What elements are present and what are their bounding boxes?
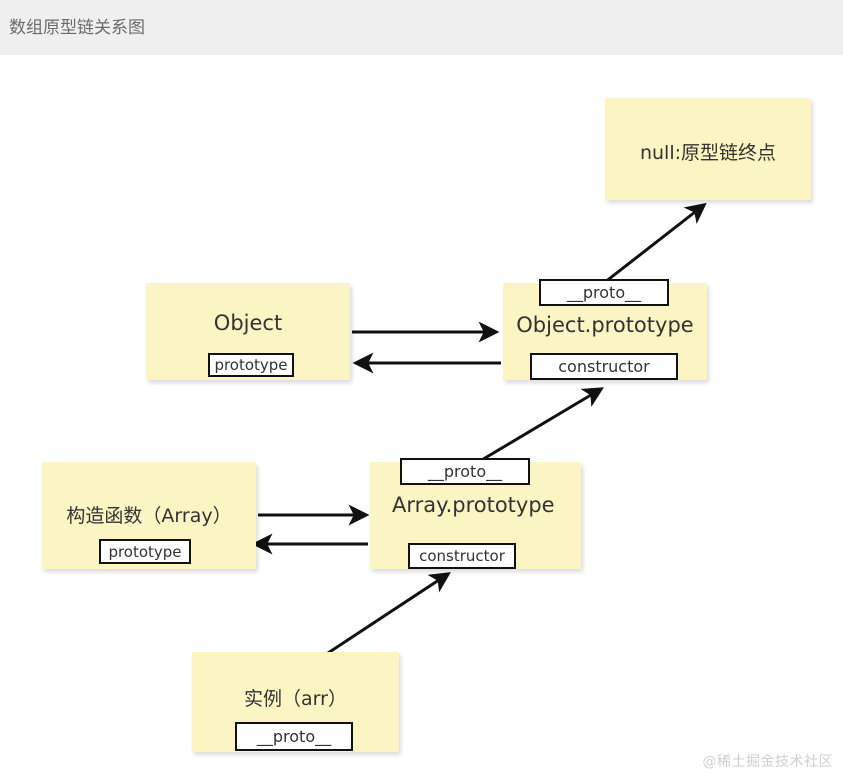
node-title: null:原型链终点 xyxy=(639,142,777,164)
diagram-canvas[interactable]: null:原型链终点 Object prototype __proto__ Ob… xyxy=(0,55,843,781)
node-title: 实例（arr） xyxy=(244,688,347,710)
slot-constructor[interactable]: constructor xyxy=(408,543,516,569)
node-object-prototype[interactable]: __proto__ Object.prototype constructor xyxy=(503,279,707,380)
edge-object-prototype-to-null xyxy=(599,202,707,288)
node-null-end[interactable]: null:原型链终点 xyxy=(605,98,811,200)
slot-proto[interactable]: __proto__ xyxy=(235,722,353,751)
node-object-ctor[interactable]: Object prototype xyxy=(146,283,350,380)
node-title: Object xyxy=(213,311,283,335)
node-title: Object.prototype xyxy=(516,313,694,337)
watermark: @稀土掘金技术社区 xyxy=(702,754,833,770)
slot-constructor[interactable]: constructor xyxy=(530,353,678,380)
slot-prototype[interactable]: prototype xyxy=(99,539,191,564)
node-title: Array.prototype xyxy=(392,493,555,517)
node-array-prototype[interactable]: __proto__ Array.prototype constructor xyxy=(370,458,581,569)
node-instance-arr[interactable]: 实例（arr） __proto__ xyxy=(192,652,399,752)
edge-instance-to-array-prototype xyxy=(327,572,451,655)
node-title: 构造函数（Array） xyxy=(66,505,232,527)
slot-proto[interactable]: __proto__ xyxy=(539,279,669,306)
node-array-ctor[interactable]: 构造函数（Array） prototype xyxy=(42,462,256,569)
slot-prototype[interactable]: prototype xyxy=(208,353,294,377)
header-bar: 数组原型链关系图 xyxy=(0,0,843,55)
slot-proto[interactable]: __proto__ xyxy=(400,458,530,485)
page-title: 数组原型链关系图 xyxy=(9,18,145,38)
edge-array-prototype-to-object-prototype xyxy=(469,387,605,469)
